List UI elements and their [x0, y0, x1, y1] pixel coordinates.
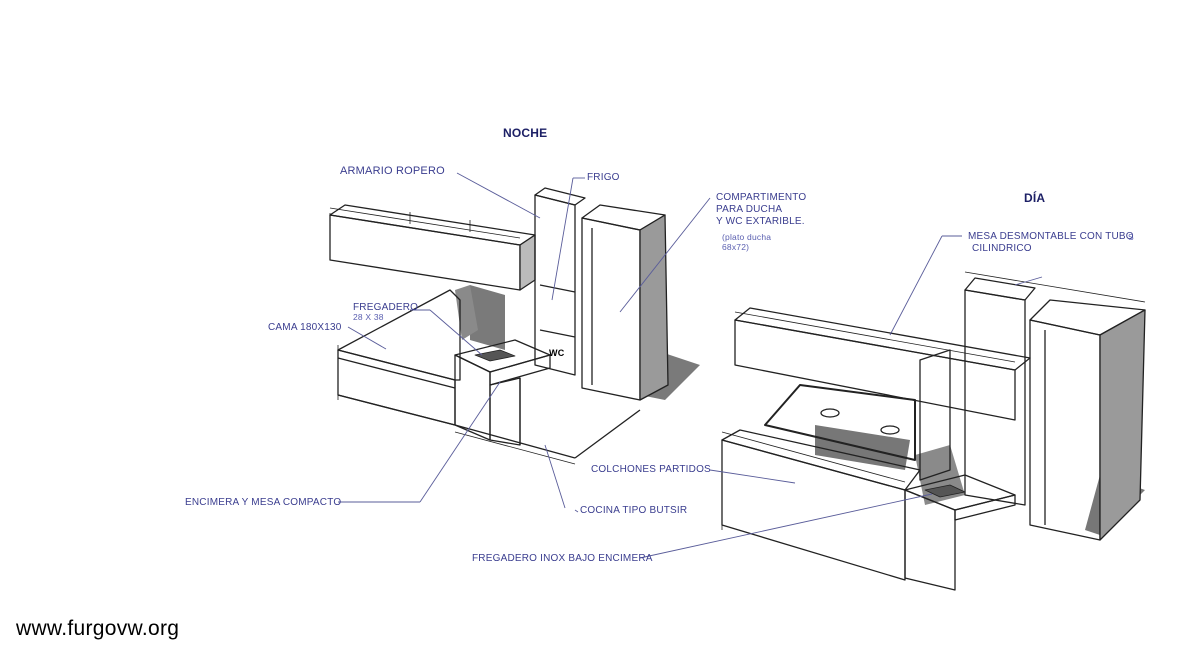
label-plato-1: (plato ducha — [722, 232, 772, 242]
upper-cabinet-top — [329, 204, 536, 246]
label-fregadero-inox: FREGADERO INOX BAJO ENCIMERA — [472, 553, 653, 564]
noche-drawing — [329, 187, 700, 465]
dia-tall-column — [1029, 319, 1101, 541]
label-colchones: COLCHONES PARTIDOS — [591, 464, 711, 475]
shower-column-front — [581, 217, 641, 401]
dia-table-top — [764, 384, 916, 461]
noche-shadow-arch — [470, 285, 505, 350]
dia-divider — [919, 349, 951, 481]
label-frigo: FRIGO — [587, 172, 620, 183]
label-plato-2: 68x72) — [722, 242, 750, 252]
watermark: www.furgovw.org — [16, 617, 180, 640]
bed-top — [337, 289, 461, 381]
label-cama: CAMA 180X130 — [268, 322, 342, 333]
upper-cabinet-side — [519, 234, 536, 291]
label-compartimento-1: COMPARTIMENTO — [716, 192, 807, 203]
label-compartimento-2: PARA DUCHA — [716, 204, 783, 215]
label-compartimento-3: Y WC EXTARIBLE. — [716, 216, 805, 227]
upper-cabinet-front — [329, 214, 521, 291]
bed-front — [337, 349, 456, 426]
label-armario: ARMARIO ROPERO — [340, 165, 445, 177]
label-mesa-s: S — [1128, 232, 1134, 242]
label-encimera: ENCIMERA Y MESA COMPACTO — [185, 497, 342, 508]
label-mesa-2: CILINDRICO — [972, 243, 1032, 254]
label-wc: WC — [549, 348, 565, 358]
leader-lines — [338, 172, 1043, 559]
dia-frigo-column — [964, 289, 1026, 506]
label-fregadero-dim: 28 X 38 — [353, 312, 384, 322]
dia-upper-cabinet — [734, 319, 1016, 421]
label-cocina: COCINA TIPO BUTSIR — [580, 505, 688, 516]
shower-column-side — [639, 214, 669, 401]
dia-drawing — [721, 271, 1146, 591]
label-mesa-1: MESA DESMONTABLE CON TUBO — [968, 231, 1134, 242]
title-noche: NOCHE — [503, 126, 548, 140]
label-fregadero: FREGADERO — [353, 302, 419, 313]
title-dia: DÍA — [1024, 191, 1046, 205]
